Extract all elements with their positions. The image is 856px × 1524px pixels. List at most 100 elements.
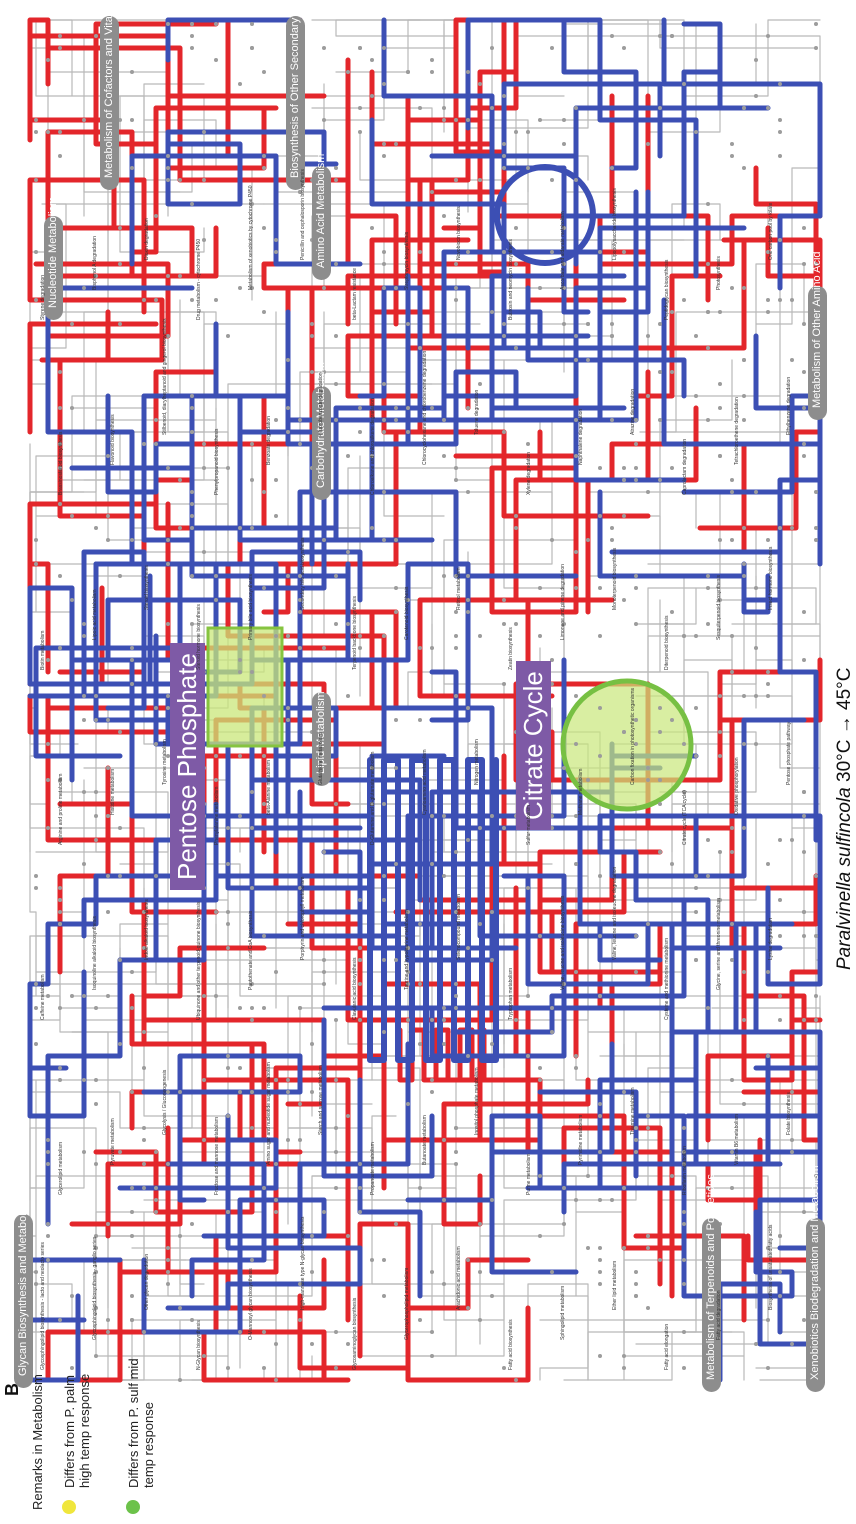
pathway-label: Fluorobenzoate degradation	[318, 372, 324, 435]
compound-node	[574, 1066, 578, 1070]
compound-node	[502, 142, 506, 146]
compound-node	[238, 1090, 242, 1094]
compound-node	[622, 478, 626, 482]
compound-node	[274, 238, 278, 242]
compound-node	[394, 286, 398, 290]
compound-node	[334, 1018, 338, 1022]
compound-node	[622, 46, 626, 50]
compound-node	[574, 106, 578, 110]
compound-node	[322, 286, 326, 290]
compound-node	[190, 622, 194, 626]
compound-node	[262, 934, 266, 938]
compound-node	[310, 322, 314, 326]
compound-node	[802, 850, 806, 854]
compound-node	[814, 874, 818, 878]
compound-node	[382, 382, 386, 386]
compound-node	[298, 610, 302, 614]
compound-node	[274, 634, 278, 638]
compound-node	[322, 646, 326, 650]
compound-node	[94, 838, 98, 842]
compound-node	[298, 1102, 302, 1106]
compound-node	[682, 742, 686, 746]
pathway-label: Ether lipid metabolism	[612, 1261, 618, 1310]
compound-node	[262, 154, 266, 158]
compound-node	[742, 418, 746, 422]
compound-node	[730, 478, 734, 482]
compound-node	[298, 1006, 302, 1010]
compound-node	[94, 34, 98, 38]
compound-node	[394, 586, 398, 590]
compound-node	[118, 226, 122, 230]
compound-node	[298, 1138, 302, 1142]
compound-node	[322, 46, 326, 50]
compound-node	[598, 250, 602, 254]
compound-node	[250, 1258, 254, 1262]
compound-node	[274, 1162, 278, 1166]
compound-node	[742, 1102, 746, 1106]
compound-node	[358, 106, 362, 110]
compound-node	[802, 442, 806, 446]
compound-node	[622, 1354, 626, 1358]
compound-node	[682, 1282, 686, 1286]
pathway-label: Valine, leucine and isoleucine degradati…	[612, 867, 618, 960]
compound-node	[106, 1222, 110, 1226]
compound-node	[238, 1066, 242, 1070]
pathway-label: Arachidonic acid metabolism	[456, 1246, 462, 1310]
pathway-label: Chloroalkane and chloroalkene degradatio…	[370, 398, 376, 495]
compound-node	[250, 1126, 254, 1130]
compound-node	[358, 1186, 362, 1190]
compound-node	[166, 538, 170, 542]
compound-node	[178, 178, 182, 182]
compound-node	[238, 754, 242, 758]
compound-node	[190, 430, 194, 434]
compound-node	[118, 958, 122, 962]
compound-node	[238, 82, 242, 86]
compound-node	[694, 910, 698, 914]
compound-node	[58, 46, 62, 50]
compound-node	[646, 142, 650, 146]
compound-node	[334, 622, 338, 626]
compound-node	[706, 874, 710, 878]
pathway-label: Glycosaminoglycan biosynthesis	[352, 1298, 358, 1370]
compound-node	[130, 1210, 134, 1214]
compound-node	[490, 1198, 494, 1202]
compound-node	[754, 694, 758, 698]
compound-node	[598, 634, 602, 638]
compound-node	[322, 850, 326, 854]
compound-node	[250, 1006, 254, 1010]
compound-node	[238, 814, 242, 818]
pathway-label: Flavonoid biosynthesis	[110, 414, 116, 465]
compound-node	[382, 154, 386, 158]
compound-node	[310, 1342, 314, 1346]
compound-node	[562, 766, 566, 770]
compound-node	[646, 1306, 650, 1310]
compound-node	[334, 262, 338, 266]
pathway-label: Stilbenoid, diarylheptanoid and gingerol…	[162, 319, 168, 435]
compound-node	[778, 130, 782, 134]
compound-node	[166, 1282, 170, 1286]
compound-node	[406, 70, 410, 74]
compound-node	[706, 346, 710, 350]
compound-node	[694, 886, 698, 890]
compound-node	[406, 322, 410, 326]
compound-node	[598, 994, 602, 998]
compound-node	[346, 622, 350, 626]
compound-node	[118, 262, 122, 266]
compound-node	[250, 526, 254, 530]
compound-node	[358, 958, 362, 962]
compound-node	[682, 1222, 686, 1226]
compound-node	[250, 22, 254, 26]
compound-node	[106, 514, 110, 518]
compound-node	[658, 478, 662, 482]
compound-node	[454, 850, 458, 854]
compound-node	[670, 610, 674, 614]
pathway-label: Toluene degradation	[474, 390, 480, 435]
compound-node	[178, 1090, 182, 1094]
pathway-label: Purine metabolism	[526, 1154, 532, 1195]
compound-node	[418, 718, 422, 722]
compound-node	[394, 610, 398, 614]
compound-node	[490, 1294, 494, 1298]
compound-node	[94, 790, 98, 794]
pathway-label: Brassinosteroid biosynthesis	[58, 432, 64, 495]
compound-node	[694, 706, 698, 710]
